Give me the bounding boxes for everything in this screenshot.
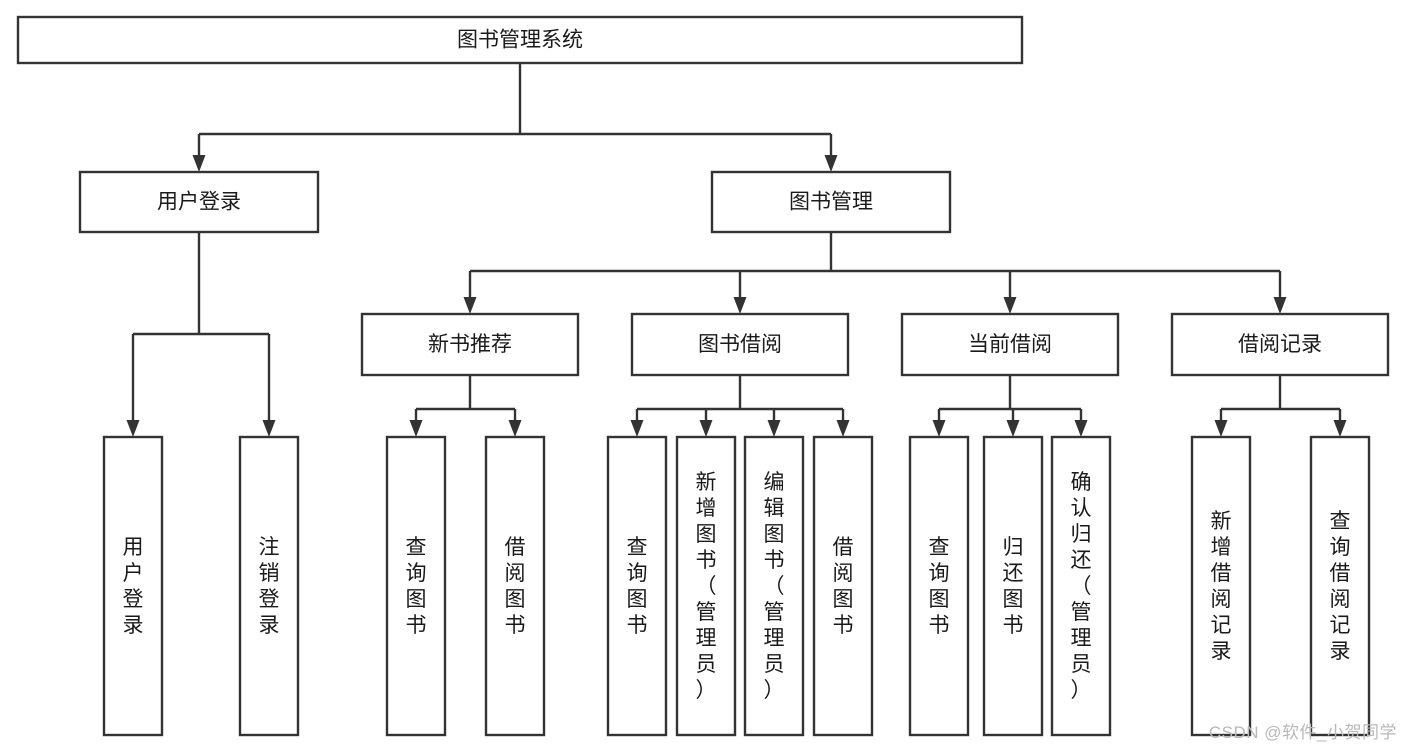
node-leaf-borrow-book-2[interactable]: 借阅图书	[812, 435, 874, 737]
node-label: 当前借阅	[968, 333, 1052, 356]
node-label: 借阅图书	[833, 536, 854, 637]
node-leaf-add-book[interactable]: 新增图书（管理员）	[675, 435, 737, 737]
node-user-login[interactable]: 用户登录	[78, 170, 320, 234]
node-label: 新增借阅记录	[1211, 510, 1232, 663]
connector-group-borrow-record	[1214, 375, 1347, 437]
node-label: 查询图书	[627, 536, 648, 637]
node-current-borrow[interactable]: 当前借阅	[900, 312, 1120, 377]
node-label: 查询图书	[929, 536, 950, 637]
node-label: 确认归还（管理员）	[1071, 471, 1092, 702]
node-label: 新书推荐	[428, 333, 512, 356]
node-leaf-query-record[interactable]: 查询借阅记录	[1309, 435, 1371, 737]
connector-group-current-borrow	[932, 375, 1088, 437]
node-label: 用户登录	[157, 191, 241, 214]
node-root-图书管理系统[interactable]: 图书管理系统	[16, 15, 1024, 65]
node-label: 图书借阅	[698, 333, 782, 356]
node-book-manage[interactable]: 图书管理	[710, 170, 952, 234]
node-label: 编辑图书（管理员）	[764, 471, 785, 702]
node-label: 查询借阅记录	[1330, 510, 1351, 663]
connector-group-user-login	[126, 232, 276, 437]
node-new-book-rec[interactable]: 新书推荐	[360, 312, 580, 377]
node-leaf-borrow-book-1[interactable]: 借阅图书	[484, 435, 546, 737]
nodes-layer: 图书管理系统用户登录图书管理新书推荐图书借阅当前借阅借阅记录用户登录注销登录查询…	[16, 15, 1390, 737]
connector-group-new-book-rec	[409, 375, 522, 437]
node-leaf-edit-book[interactable]: 编辑图书（管理员）	[743, 435, 805, 737]
node-label: 注销登录	[259, 536, 280, 637]
node-book-borrow[interactable]: 图书借阅	[630, 312, 850, 377]
node-leaf-add-record[interactable]: 新增借阅记录	[1190, 435, 1252, 737]
connector-group-book-manage	[463, 232, 1287, 314]
node-label: 新增图书（管理员）	[696, 471, 717, 702]
node-leaf-return-book[interactable]: 归还图书	[982, 435, 1044, 737]
node-leaf-query-book-1[interactable]: 查询图书	[385, 435, 447, 737]
node-leaf-query-book-3[interactable]: 查询图书	[908, 435, 970, 737]
node-leaf-user-logout[interactable]: 注销登录	[238, 435, 300, 737]
node-label: 借阅记录	[1238, 333, 1322, 356]
node-label: 查询图书	[406, 536, 427, 637]
node-leaf-user-login[interactable]: 用户登录	[102, 435, 164, 737]
connector-group-book-borrow	[630, 375, 850, 437]
node-leaf-query-book-2[interactable]: 查询图书	[606, 435, 668, 737]
connector-group-root	[192, 63, 838, 172]
node-label: 图书管理	[789, 191, 873, 214]
node-label: 归还图书	[1003, 536, 1024, 637]
node-borrow-record[interactable]: 借阅记录	[1170, 312, 1390, 377]
edges-layer	[126, 63, 1347, 437]
node-label: 用户登录	[123, 536, 144, 637]
node-label: 图书管理系统	[457, 29, 583, 52]
node-label: 借阅图书	[505, 536, 526, 637]
node-leaf-confirm-return[interactable]: 确认归还（管理员）	[1050, 435, 1112, 737]
